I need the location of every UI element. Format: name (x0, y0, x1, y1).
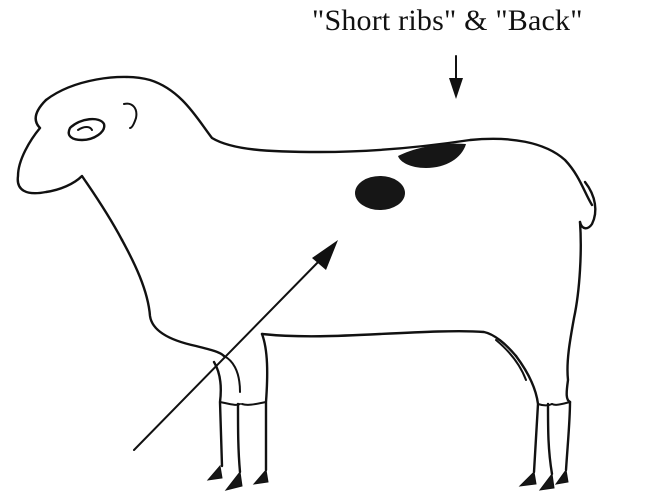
hooves (208, 466, 568, 490)
short-ribs-patch (355, 176, 405, 210)
down-arrow-icon (449, 56, 463, 99)
diagonal-arrow-icon (134, 240, 338, 450)
sheep-body-outline (18, 77, 596, 474)
